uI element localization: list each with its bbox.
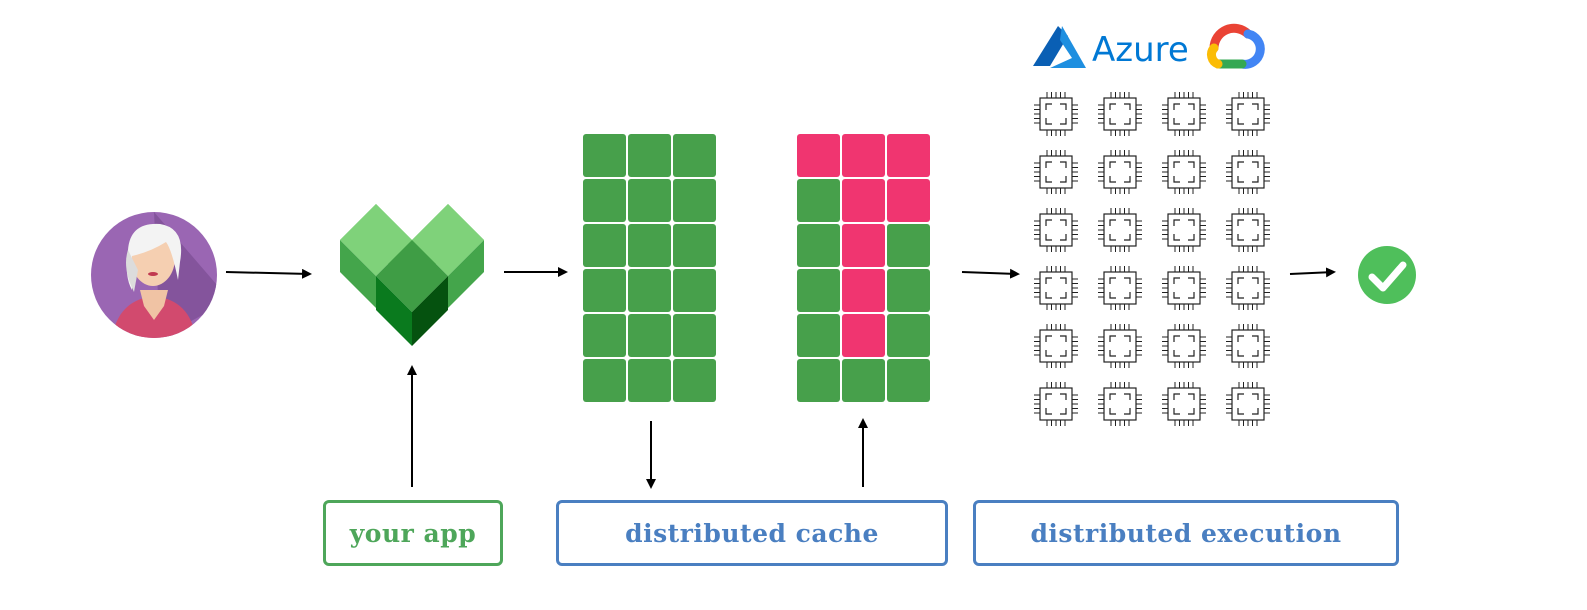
cache-cell — [797, 269, 840, 312]
cache-cell — [797, 179, 840, 222]
cache-cell — [887, 269, 930, 312]
cpu-chip-icon — [1226, 92, 1270, 136]
cache-cell — [583, 224, 626, 267]
app-heart-logo-icon — [340, 204, 484, 346]
cache-cell-updated — [887, 134, 930, 177]
cpu-chip-icon — [1162, 208, 1206, 252]
cache-cell — [673, 269, 716, 312]
cache-cell-updated — [842, 179, 885, 222]
cache-cell — [583, 179, 626, 222]
cache-cell — [797, 314, 840, 357]
cpu-chip-icon — [1034, 324, 1078, 368]
cache-cell — [583, 359, 626, 402]
cache-cell — [673, 314, 716, 357]
cache-cell — [628, 179, 671, 222]
cache-cell — [628, 269, 671, 312]
cache-cell-updated — [797, 134, 840, 177]
cpu-chip-icon — [1162, 266, 1206, 310]
cache-cell — [797, 359, 840, 402]
cache-cell — [673, 179, 716, 222]
cache-cell — [887, 224, 930, 267]
cpu-chip-icon — [1034, 266, 1078, 310]
cpu-chip-icon — [1034, 208, 1078, 252]
cpu-chip-icon — [1098, 208, 1142, 252]
user-avatar-icon — [91, 212, 217, 338]
cache-cell — [797, 224, 840, 267]
cache-cell — [628, 359, 671, 402]
cpu-chip-icon — [1034, 150, 1078, 194]
arrow-user-to-app — [225, 268, 312, 279]
cache-grid-left — [583, 134, 716, 402]
arrow-cache-to-execution — [961, 268, 1020, 279]
cpu-chip-icon — [1162, 382, 1206, 426]
cpu-chip-icon — [1162, 324, 1206, 368]
cache-cell — [583, 269, 626, 312]
azure-logo-icon — [1033, 26, 1086, 68]
google-cloud-logo-icon — [1207, 23, 1265, 69]
cpu-chip-icon — [1098, 266, 1142, 310]
cpu-grid — [1034, 92, 1270, 426]
cpu-chip-icon — [1098, 150, 1142, 194]
cache-cell — [583, 134, 626, 177]
cache-cell — [887, 314, 930, 357]
cpu-chip-icon — [1098, 324, 1142, 368]
cpu-chip-icon — [1098, 92, 1142, 136]
cache-cell — [628, 314, 671, 357]
cache-cell-updated — [842, 224, 885, 267]
cache-cell — [583, 314, 626, 357]
check-circle-icon — [1358, 246, 1416, 304]
distributed-cache-label: distributed cache — [556, 500, 948, 566]
cpu-chip-icon — [1098, 382, 1142, 426]
cache-cell — [628, 134, 671, 177]
cpu-chip-icon — [1162, 150, 1206, 194]
distributed-execution-label: distributed execution — [973, 500, 1399, 566]
cache-cell — [887, 359, 930, 402]
cpu-chip-icon — [1226, 266, 1270, 310]
cache-grid-right — [797, 134, 930, 402]
cpu-chip-icon — [1162, 92, 1206, 136]
cache-cell — [673, 224, 716, 267]
cache-cell — [673, 359, 716, 402]
cpu-chip-icon — [1034, 382, 1078, 426]
cache-cell — [673, 134, 716, 177]
cpu-chip-icon — [1226, 150, 1270, 194]
cpu-chip-icon — [1226, 382, 1270, 426]
cache-cell-updated — [887, 179, 930, 222]
cache-cell-updated — [842, 269, 885, 312]
azure-logo-text: Azure — [1092, 30, 1189, 70]
cache-cell — [842, 359, 885, 402]
cache-cell-updated — [842, 314, 885, 357]
your-app-label: your app — [323, 500, 503, 566]
cpu-chip-icon — [1034, 92, 1078, 136]
cpu-chip-icon — [1226, 208, 1270, 252]
cache-cell-updated — [842, 134, 885, 177]
cache-cell — [628, 224, 671, 267]
arrow-execution-to-success — [1289, 267, 1336, 278]
cpu-chip-icon — [1226, 324, 1270, 368]
